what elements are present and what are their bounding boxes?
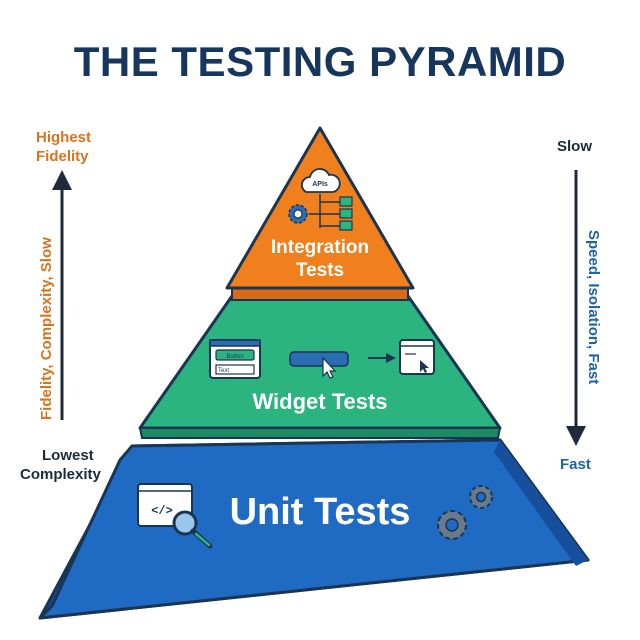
lowest-label-line1: Lowest <box>42 447 94 464</box>
api-cloud-icon: APIs <box>300 168 341 193</box>
slow-label: Slow <box>557 138 593 155</box>
highest-fidelity-label: Highest Fidelity <box>36 128 91 166</box>
right-down-arrow <box>566 170 586 446</box>
fast-label: Fast <box>560 456 591 473</box>
widget-app-window-icon <box>399 339 435 375</box>
widget-tests-base <box>138 427 502 439</box>
widget-button-text: Button <box>226 354 243 360</box>
integration-gear-icon <box>288 204 308 224</box>
widget-button-cursor-icon <box>289 351 349 379</box>
integration-tests-base <box>231 287 409 301</box>
page-title: THE TESTING PYRAMID <box>73 38 567 85</box>
widget-field-text: Text <box>218 368 229 374</box>
lowest-complexity-label: Lowest Complexity <box>20 446 101 484</box>
widget-arrow-icon <box>368 353 396 363</box>
unit-tests-side <box>494 440 588 566</box>
code-icon-text: </> <box>151 504 173 518</box>
highest-label-line2: Fidelity <box>36 148 89 165</box>
code-search-icon: </> <box>137 483 213 549</box>
integration-flow-icon <box>309 194 353 231</box>
integration-label-line1: Integration <box>271 237 369 258</box>
integration-label-line2: Tests <box>296 260 344 281</box>
lowest-label-line2: Complexity <box>20 466 101 483</box>
api-icon-text: APIs <box>312 181 328 188</box>
widget-window-icon: Button Text <box>209 339 261 379</box>
left-up-arrow <box>52 170 72 420</box>
widget-tests-label: Widget Tests <box>252 389 387 414</box>
widget-tests-tier <box>138 294 502 439</box>
highest-label-line1: Highest <box>36 129 92 146</box>
gears-icon <box>437 485 493 540</box>
unit-tests-label: Unit Tests <box>230 491 411 533</box>
